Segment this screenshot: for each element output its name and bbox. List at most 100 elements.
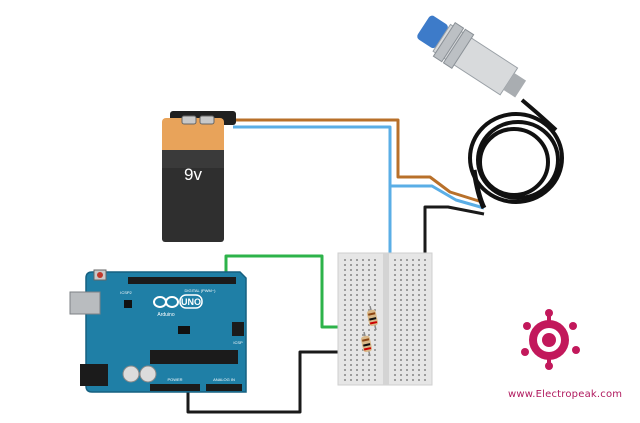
breadboard-hole <box>374 274 376 276</box>
breadboard-hole <box>368 279 370 281</box>
breadboard-hole <box>412 364 414 366</box>
breadboard-hole <box>356 309 358 311</box>
breadboard-hole <box>418 299 420 301</box>
breadboard-hole <box>400 339 402 341</box>
breadboard-hole <box>374 304 376 306</box>
breadboard-hole <box>406 299 408 301</box>
breadboard-hole <box>344 304 346 306</box>
breadboard-hole <box>424 309 426 311</box>
breadboard-hole <box>350 274 352 276</box>
breadboard-hole <box>412 264 414 266</box>
breadboard-hole <box>374 369 376 371</box>
breadboard-hole <box>374 279 376 281</box>
breadboard-hole <box>424 279 426 281</box>
breadboard-hole <box>412 359 414 361</box>
arduino-model-label: UNO <box>181 297 201 307</box>
breadboard-hole <box>362 309 364 311</box>
breadboard-hole <box>356 369 358 371</box>
breadboard-hole <box>394 329 396 331</box>
breadboard-hole <box>356 264 358 266</box>
breadboard-hole <box>374 289 376 291</box>
breadboard-hole <box>400 304 402 306</box>
breadboard-hole <box>356 374 358 376</box>
breadboard-hole <box>406 379 408 381</box>
breadboard-hole <box>424 344 426 346</box>
breadboard-hole <box>394 289 396 291</box>
breadboard-hole <box>424 379 426 381</box>
breadboard-hole <box>412 284 414 286</box>
breadboard-hole <box>394 344 396 346</box>
breadboard-hole <box>350 349 352 351</box>
power-jack <box>80 364 108 386</box>
arduino-board <box>85 271 247 393</box>
breadboard-hole <box>350 369 352 371</box>
breadboard-hole <box>350 339 352 341</box>
breadboard-hole <box>344 324 346 326</box>
breadboard-hole <box>374 334 376 336</box>
breadboard-hole <box>356 274 358 276</box>
breadboard-hole <box>394 339 396 341</box>
breadboard-hole <box>400 334 402 336</box>
breadboard-hole <box>362 319 364 321</box>
breadboard-hole <box>374 364 376 366</box>
breadboard-hole <box>350 354 352 356</box>
breadboard-hole <box>424 329 426 331</box>
breadboard-hole <box>368 304 370 306</box>
breadboard-hole <box>356 259 358 261</box>
breadboard-hole <box>418 374 420 376</box>
breadboard-hole <box>362 274 364 276</box>
breadboard-hole <box>350 374 352 376</box>
breadboard-hole <box>400 364 402 366</box>
brand-url: www.Electropeak.com <box>508 389 623 400</box>
breadboard-hole <box>374 284 376 286</box>
breadboard-hole <box>374 374 376 376</box>
breadboard <box>337 252 433 386</box>
breadboard-hole <box>344 264 346 266</box>
breadboard-hole <box>344 284 346 286</box>
breadboard-hole <box>356 329 358 331</box>
breadboard-hole <box>394 279 396 281</box>
breadboard-hole <box>412 379 414 381</box>
breadboard-hole <box>350 279 352 281</box>
breadboard-hole <box>344 259 346 261</box>
breadboard-hole <box>362 299 364 301</box>
breadboard-hole <box>362 294 364 296</box>
breadboard-hole <box>356 359 358 361</box>
breadboard-hole <box>394 314 396 316</box>
breadboard-hole <box>368 289 370 291</box>
breadboard-hole <box>400 379 402 381</box>
breadboard-hole <box>400 329 402 331</box>
breadboard-hole <box>406 369 408 371</box>
breadboard-hole <box>350 344 352 346</box>
breadboard-hole <box>418 269 420 271</box>
breadboard-hole <box>356 299 358 301</box>
breadboard-hole <box>406 354 408 356</box>
breadboard-hole <box>400 269 402 271</box>
wire-black-gnd <box>186 350 362 414</box>
breadboard-hole <box>350 269 352 271</box>
breadboard-hole <box>412 354 414 356</box>
breadboard-hole <box>350 304 352 306</box>
breadboard-hole <box>406 309 408 311</box>
breadboard-hole <box>424 319 426 321</box>
breadboard-hole <box>362 264 364 266</box>
breadboard-hole <box>412 279 414 281</box>
breadboard-hole <box>344 349 346 351</box>
breadboard-hole <box>362 354 364 356</box>
breadboard-hole <box>356 364 358 366</box>
breadboard-hole <box>424 289 426 291</box>
breadboard-hole <box>368 324 370 326</box>
breadboard-hole <box>424 284 426 286</box>
breadboard-hole <box>418 379 420 381</box>
breadboard-hole <box>406 259 408 261</box>
breadboard-hole <box>412 319 414 321</box>
breadboard-hole <box>344 369 346 371</box>
breadboard-hole <box>362 269 364 271</box>
breadboard-hole <box>356 334 358 336</box>
breadboard-hole <box>418 334 420 336</box>
breadboard-hole <box>394 324 396 326</box>
breadboard-hole <box>406 364 408 366</box>
arduino-analog-label: ANALOG IN <box>213 377 235 382</box>
resistor-1 <box>366 305 378 331</box>
breadboard-hole <box>368 329 370 331</box>
